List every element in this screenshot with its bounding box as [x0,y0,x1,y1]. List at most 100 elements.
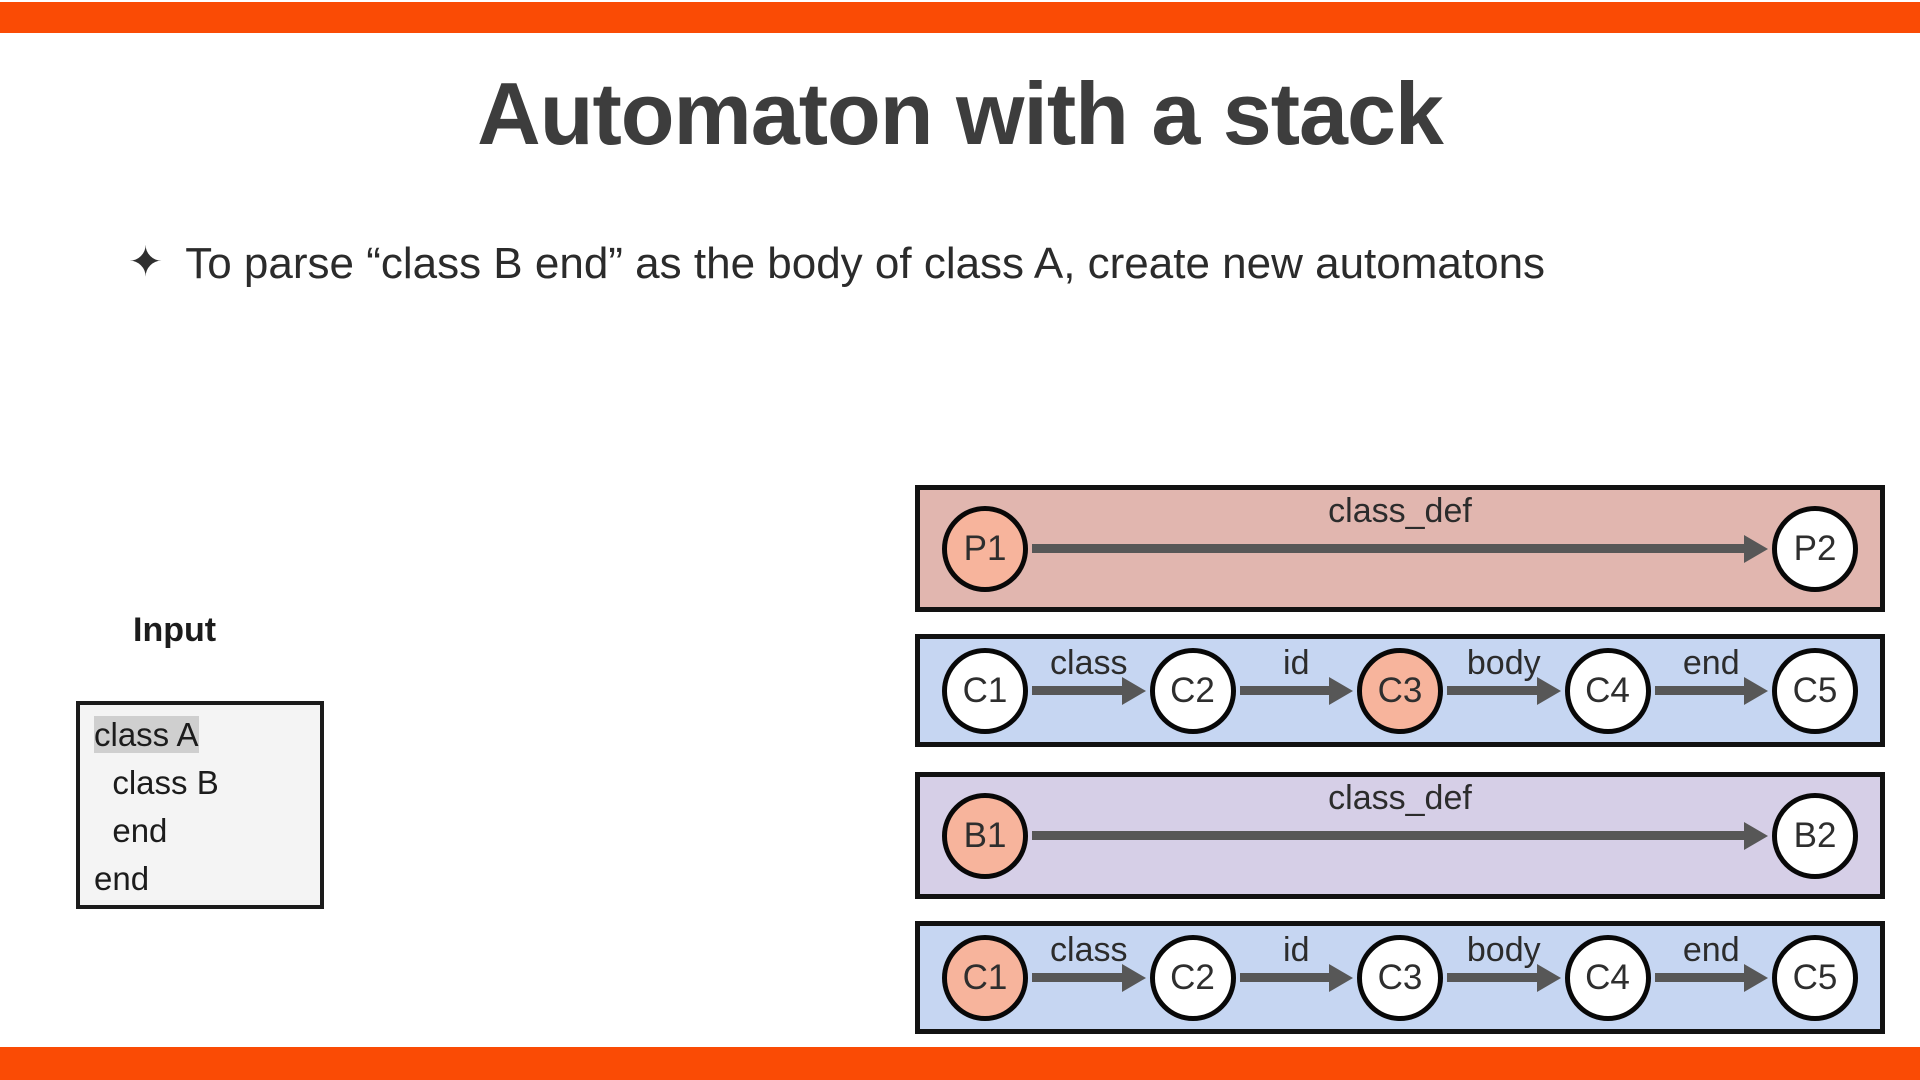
automaton-row-body: B1 B2 class_def [915,772,1885,899]
transition-label: class [1050,643,1128,682]
arrow-shaft [1654,973,1744,982]
automaton-row-class-b: C1 C2 C3 C4 C5 class id body end [915,921,1885,1034]
arrow-shaft [1447,686,1537,695]
top-accent-bar [0,2,1920,33]
input-panel-label: Input [133,611,217,649]
arrow-head [1536,963,1561,992]
transition-arrow-icon [1032,676,1146,705]
transition-label: id [1283,643,1310,682]
arrow-head [1744,963,1768,992]
automaton-canvas: B1 B2 class_def [920,777,1880,894]
state-node-c3[interactable]: C3 [1357,934,1443,1021]
state-node-c5[interactable]: C5 [1772,934,1858,1021]
transition-edge: body [1447,644,1561,734]
transition-arrow-icon [1032,963,1146,992]
bullet-item-text: To parse “class B end” as the body of cl… [185,239,1546,288]
state-node-c4[interactable]: C4 [1564,647,1651,734]
transition-edge: class_def [1032,779,1768,879]
state-node-label: C2 [1170,670,1215,710]
input-code-line: end [80,807,320,855]
arrow-shaft [1239,973,1329,982]
transition-arrow-icon [1032,821,1768,850]
transition-arrow-icon [1654,963,1768,992]
state-node-label: B1 [963,815,1007,855]
page-title: Automaton with a stack [477,64,1444,163]
state-node-label: C1 [962,957,1008,997]
input-code-line-text: end [94,860,150,897]
arrow-head [1121,676,1146,705]
bottom-accent-bar [0,1047,1920,1080]
arrow-head [1121,963,1146,992]
input-code-line-text: class B [94,764,219,801]
state-node-p2[interactable]: P2 [1772,505,1858,592]
automaton-canvas: P1 P2 class_def [920,490,1880,607]
state-node-label: C3 [1377,670,1423,710]
arrow-shaft [1239,686,1329,695]
transition-label: end [1682,930,1740,969]
arrow-shaft [1032,686,1122,695]
transition-edge: body [1447,931,1561,1021]
arrow-head [1744,821,1768,850]
arrow-head [1329,676,1353,705]
state-node-c1[interactable]: C1 [942,647,1028,734]
state-node-label: C4 [1585,670,1630,710]
transition-edge: class [1032,644,1146,734]
state-node-c1[interactable]: C1 [942,934,1028,1021]
transition-label: class_def [1328,491,1472,530]
transition-edge: id [1239,931,1353,1021]
input-code-box: class A class B end end [76,701,324,909]
state-node-p1[interactable]: P1 [942,505,1028,592]
input-code-line: class B [80,759,320,807]
transition-label: body [1466,643,1541,682]
state-node-c3[interactable]: C3 [1357,647,1443,734]
state-node-label: C3 [1377,957,1423,997]
state-node-label: C2 [1170,957,1215,997]
state-node-c2[interactable]: C2 [1149,647,1236,734]
input-code-line: class A [80,711,320,759]
state-node-c5[interactable]: C5 [1772,647,1858,734]
input-code-line-text: end [94,812,168,849]
state-node-c4[interactable]: C4 [1564,934,1651,1021]
transition-label: end [1682,643,1740,682]
automaton-canvas: C1 C2 C3 C4 C5 class id body end [920,639,1880,742]
transition-arrow-icon [1447,676,1561,705]
transition-arrow-icon [1239,676,1353,705]
transition-arrow-icon [1032,534,1768,563]
automaton-canvas: C1 C2 C3 C4 C5 class id body end [920,926,1880,1029]
state-node-label: B2 [1793,815,1837,855]
arrow-head [1744,676,1768,705]
state-node-label: C4 [1585,957,1630,997]
transition-edge: class_def [1032,492,1768,592]
arrow-shaft [1032,544,1744,553]
arrow-head [1329,963,1353,992]
transition-label: id [1283,930,1310,969]
bullet-item: ✦ To parse “class B end” as the body of … [128,236,1688,291]
transition-arrow-icon [1654,676,1768,705]
arrow-shaft [1654,686,1744,695]
transition-arrow-icon [1239,963,1353,992]
automaton-row-parser: P1 P2 class_def [915,485,1885,612]
arrow-shaft [1447,973,1537,982]
transition-edge: class [1032,931,1146,1021]
transition-label: body [1466,930,1541,969]
state-node-label: P2 [1793,528,1837,568]
transition-label: class_def [1328,778,1472,817]
state-node-b1[interactable]: B1 [942,792,1028,879]
four-point-star-icon: ✦ [128,238,164,285]
state-node-b2[interactable]: B2 [1772,792,1858,879]
state-node-c2[interactable]: C2 [1149,934,1236,1021]
transition-edge: id [1239,644,1353,734]
arrow-shaft [1032,973,1122,982]
transition-arrow-icon [1447,963,1561,992]
input-code-line-text: class A [94,716,199,753]
transition-edge: end [1654,644,1768,734]
input-code-line: end [80,855,320,903]
arrow-head [1536,676,1561,705]
transition-label: class [1050,930,1128,969]
state-node-label: C1 [962,670,1008,710]
state-node-label: C5 [1792,670,1838,710]
arrow-shaft [1032,831,1744,840]
transition-edge: end [1654,931,1768,1021]
arrow-head [1744,534,1768,563]
automaton-row-class-a: C1 C2 C3 C4 C5 class id body end [915,634,1885,747]
